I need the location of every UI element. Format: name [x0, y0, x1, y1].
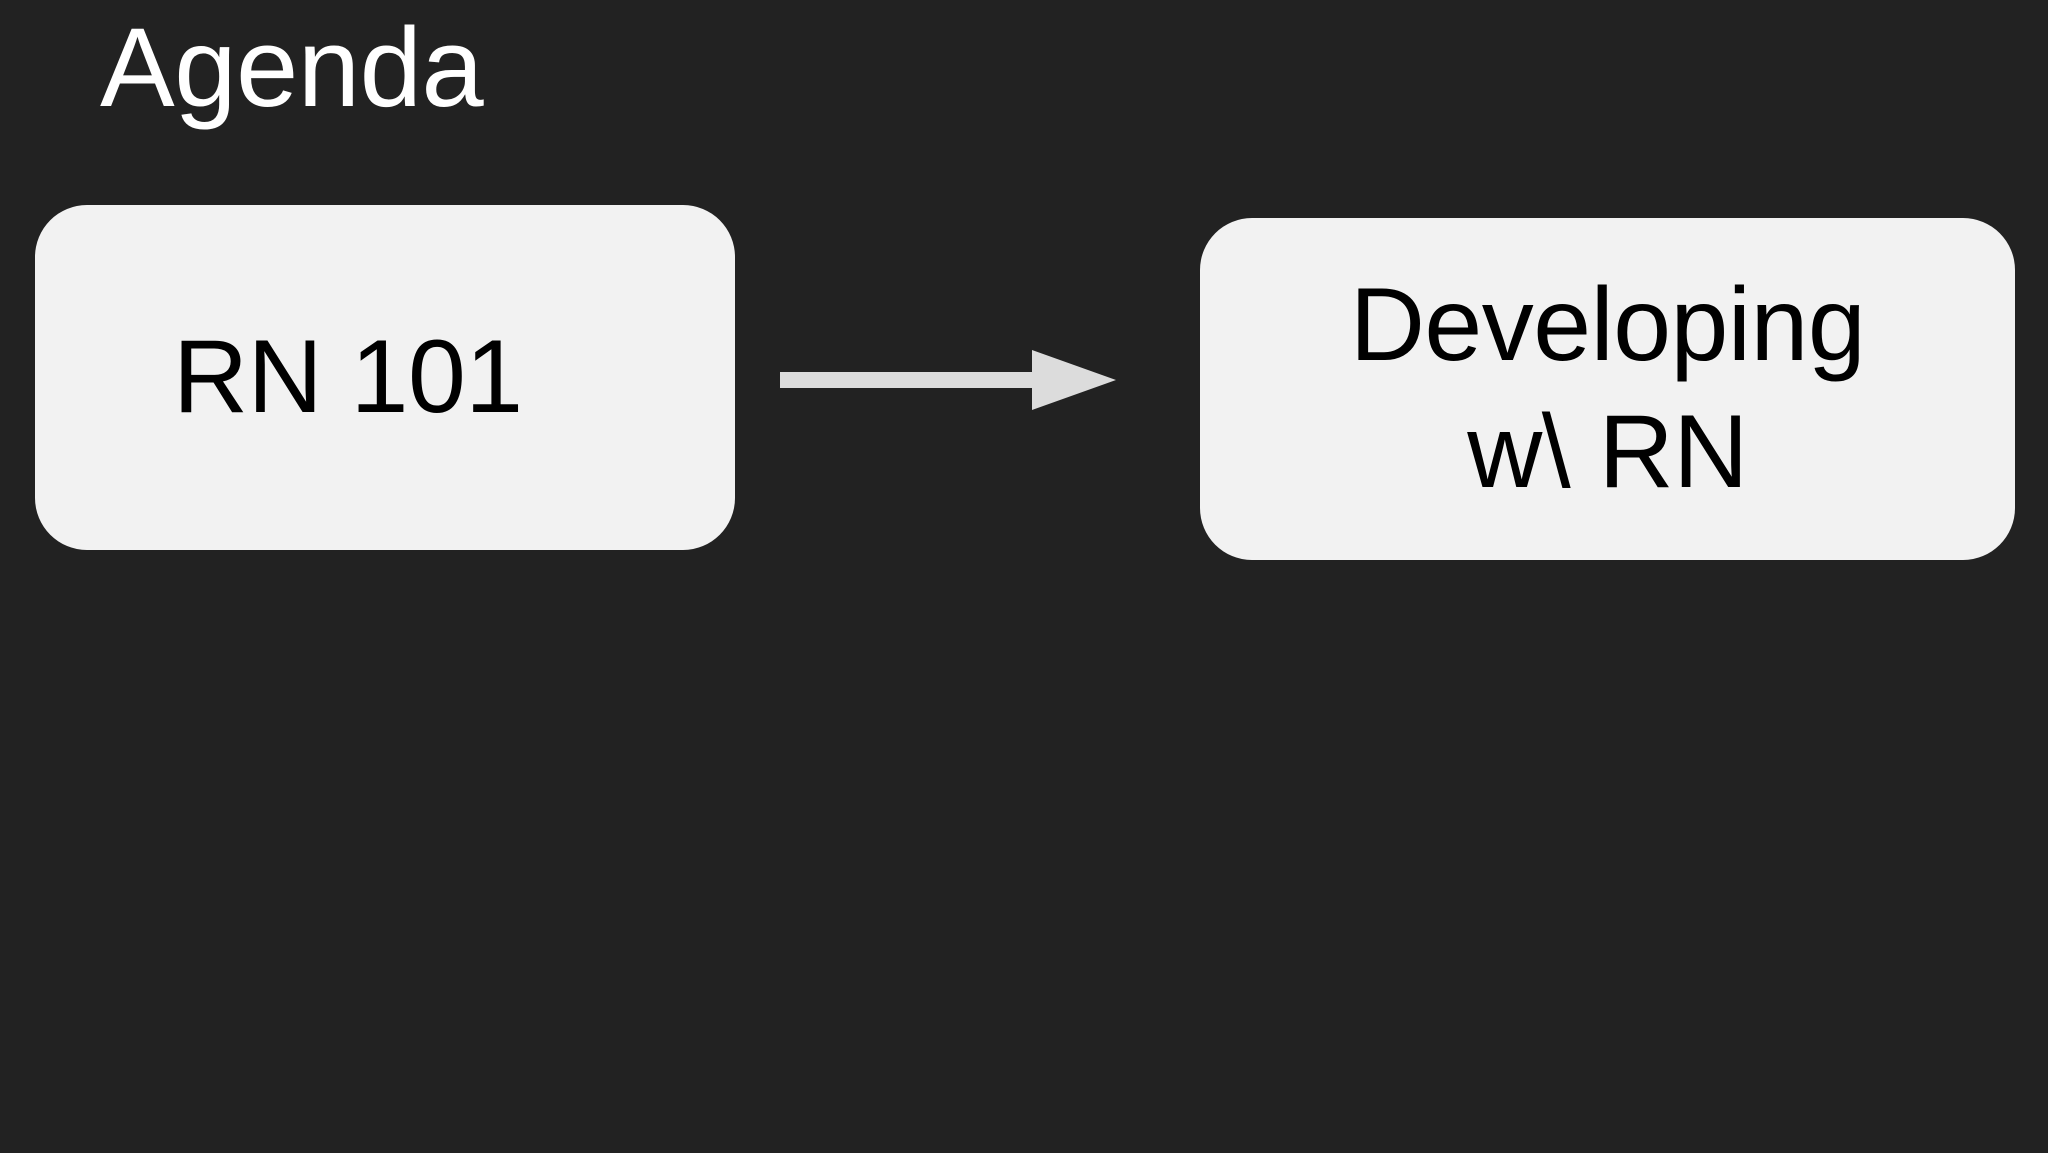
flow-node-rn101[interactable]: RN 101	[35, 205, 735, 550]
arrow-right-icon	[780, 350, 1116, 410]
page-title: Agenda	[100, 5, 484, 130]
flow-node-developing[interactable]: Developing w\ RN	[1200, 218, 2015, 560]
flow-node-developing-label-line1: Developing	[1349, 267, 1866, 384]
flow-node-rn101-label: RN 101	[173, 319, 523, 436]
flow-edge-arrow	[772, 340, 1124, 420]
flow-node-developing-label-line2: w\ RN	[1467, 394, 1748, 510]
